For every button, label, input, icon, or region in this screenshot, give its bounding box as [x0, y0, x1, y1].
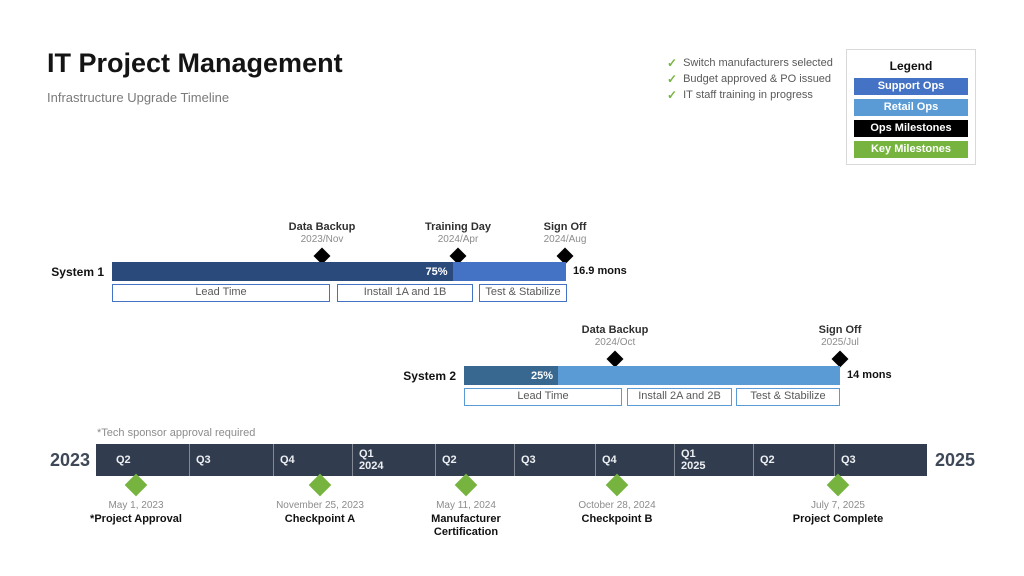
status-checklist: ✓ Switch manufacturers selected ✓ Budget…: [667, 55, 833, 103]
quarter-cell: Q3: [514, 444, 595, 476]
legend-title: Legend: [889, 59, 933, 73]
checklist-item-label: Budget approved & PO issued: [683, 73, 832, 85]
quarter-label: Q4: [602, 454, 617, 466]
quarter-label: Q3: [196, 454, 211, 466]
milestone-date: 2024/Oct: [594, 337, 636, 348]
key-milestone-diamond-icon: [308, 473, 332, 497]
quarter-cell: Q2: [96, 444, 189, 476]
milestone-date: 2024/Aug: [543, 234, 587, 245]
milestone-system1-training-day: Training Day 2024/Apr: [388, 221, 528, 265]
quarter-cell: Q3: [189, 444, 273, 476]
milestone-label: Sign Off: [818, 324, 862, 336]
page-subtitle: Infrastructure Upgrade Timeline: [47, 90, 230, 105]
milestone-system1-data-backup: Data Backup 2023/Nov: [252, 221, 392, 265]
quarter-label: Q2: [760, 454, 775, 466]
milestone-date: 2025/Jul: [821, 337, 859, 348]
key-milestone-project-approval: May 1, 2023 *Project Approval: [56, 473, 216, 526]
checklist-item: ✓ Switch manufacturers selected: [667, 55, 833, 71]
legend-item-key-milestones: Key Milestones: [854, 141, 968, 158]
milestone-system2-sign-off: Sign Off 2025/Jul: [770, 324, 910, 368]
system1-task-bar: 75%: [112, 262, 566, 281]
legend-item-retail-ops: Retail Ops: [854, 99, 968, 116]
checklist-item-label: Switch manufacturers selected: [683, 57, 833, 69]
key-milestone-label: *Project Approval: [90, 513, 182, 525]
quarter-year-label: 2024: [359, 460, 384, 472]
system2-row-label: System 2: [403, 369, 456, 383]
quarter-cell: Q3: [834, 444, 927, 476]
quarter-label: Q3: [521, 454, 536, 466]
system1-phase-lead-time: Lead Time: [112, 284, 330, 302]
milestone-system2-data-backup: Data Backup 2024/Oct: [545, 324, 685, 368]
quarter-cell: Q4: [273, 444, 352, 476]
system2-duration-label: 14 mons: [847, 369, 892, 381]
key-milestone-date: May 1, 2023: [108, 500, 164, 511]
system1-progress-segment: 75%: [112, 262, 453, 281]
year-label-end: 2025: [935, 450, 976, 470]
milestone-system1-sign-off: Sign Off 2024/Aug: [495, 221, 635, 265]
ops-milestone-diamond-icon: [831, 350, 849, 368]
key-milestone-diamond-icon: [826, 473, 850, 497]
quarter-cell: Q2: [753, 444, 834, 476]
system2-progress-segment: 25%: [464, 366, 558, 385]
system2-progress-label: 25%: [530, 369, 553, 382]
milestone-label: Sign Off: [543, 221, 587, 233]
milestone-date: 2024/Apr: [437, 234, 479, 245]
system2-phase-test-stabilize: Test & Stabilize: [736, 388, 840, 406]
system2-phase-install: Install 2A and 2B: [627, 388, 732, 406]
key-milestone-diamond-icon: [605, 473, 629, 497]
system1-duration-label: 16.9 mons: [573, 265, 627, 277]
checklist-item: ✓ Budget approved & PO issued: [667, 71, 833, 87]
checklist-item-label: IT staff training in progress: [683, 89, 813, 101]
quarter-label: Q4: [280, 454, 295, 466]
quarter-cell: Q4: [595, 444, 674, 476]
quarter-label: Q3: [841, 454, 856, 466]
check-icon: ✓: [667, 56, 678, 70]
key-milestone-checkpoint-b: October 28, 2024 Checkpoint B: [537, 473, 697, 526]
system1-phase-install: Install 1A and 1B: [337, 284, 473, 302]
key-milestone-date: July 7, 2025: [811, 500, 865, 511]
key-milestone-date: November 25, 2023: [276, 500, 364, 511]
key-milestone-diamond-icon: [124, 473, 148, 497]
legend-box: Legend Support Ops Retail Ops Ops Milest…: [846, 49, 976, 165]
quarter-cell: Q2: [435, 444, 514, 476]
key-milestone-project-complete: July 7, 2025 Project Complete: [758, 473, 918, 526]
key-milestone-date: October 28, 2024: [578, 500, 656, 511]
quarter-label: Q2: [116, 454, 131, 466]
system2-task-bar: 25%: [464, 366, 840, 385]
legend-item-ops-milestones: Ops Milestones: [854, 120, 968, 137]
check-icon: ✓: [667, 72, 678, 86]
milestone-date: 2023/Nov: [300, 234, 344, 245]
quarter-year-label: 2025: [681, 460, 706, 472]
system1-progress-label: 75%: [425, 265, 448, 278]
page-title: IT Project Management: [47, 48, 343, 78]
key-milestone-label: Checkpoint A: [284, 513, 356, 525]
milestone-label: Data Backup: [288, 221, 356, 233]
footnote: *Tech sponsor approval required: [97, 427, 256, 439]
key-milestone-label: Manufacturer Certification: [431, 513, 501, 538]
system1-row-label: System 1: [51, 265, 104, 279]
key-milestone-diamond-icon: [454, 473, 478, 497]
system2-phase-lead-time: Lead Time: [464, 388, 622, 406]
year-label-start: 2023: [49, 450, 90, 470]
key-milestone-date: May 11, 2024: [436, 500, 496, 511]
key-milestone-label: Project Complete: [792, 513, 884, 525]
milestone-label: Training Day: [424, 221, 492, 233]
checklist-item: ✓ IT staff training in progress: [667, 87, 833, 103]
milestone-label: Data Backup: [581, 324, 649, 336]
quarter-label: Q1: [359, 448, 374, 460]
key-milestone-checkpoint-a: November 25, 2023 Checkpoint A: [240, 473, 400, 526]
key-milestone-manufacturer-certification: May 11, 2024 Manufacturer Certification: [386, 473, 546, 539]
legend-item-support-ops: Support Ops: [854, 78, 968, 95]
system1-phase-test-stabilize: Test & Stabilize: [479, 284, 567, 302]
key-milestone-label: Checkpoint B: [581, 513, 653, 525]
quarter-label: Q2: [442, 454, 457, 466]
ops-milestone-diamond-icon: [606, 350, 624, 368]
quarter-label: Q1: [681, 448, 696, 460]
check-icon: ✓: [667, 88, 678, 102]
